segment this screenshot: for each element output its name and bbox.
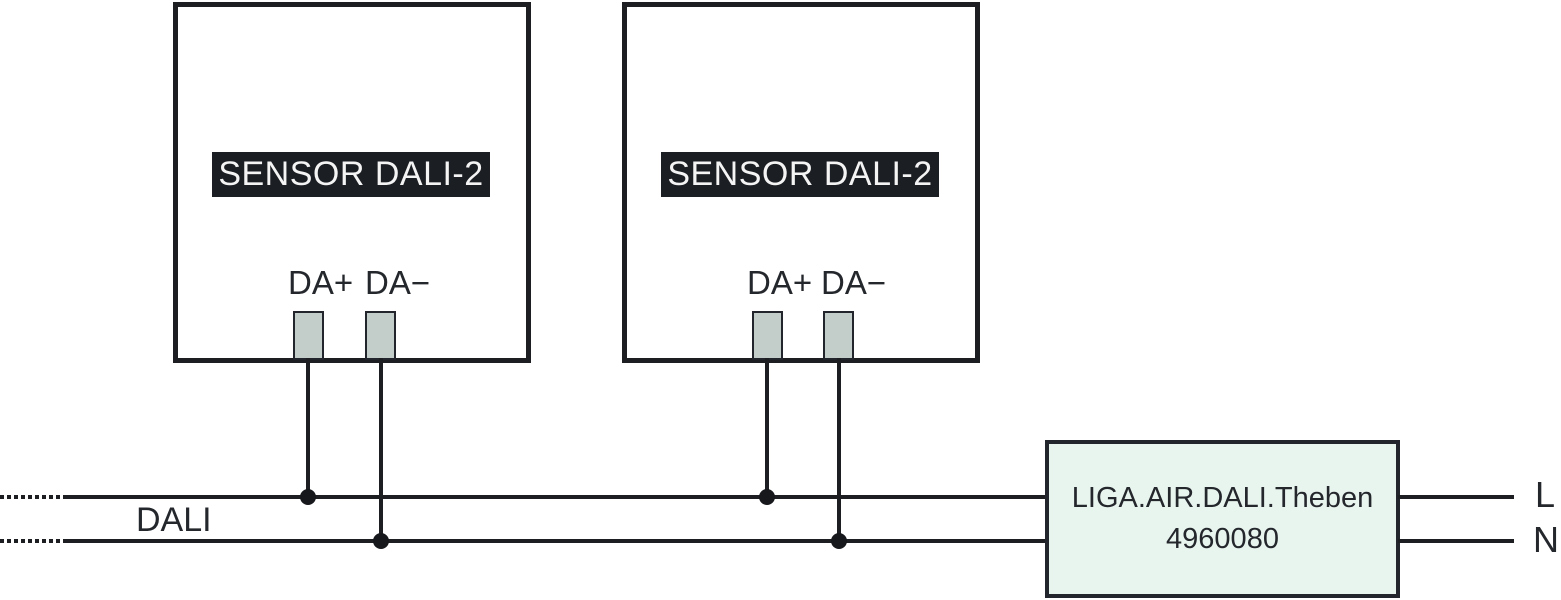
mains-n-label: N: [1533, 519, 1559, 560]
sensor-2-da-minus-terminal: [823, 311, 854, 360]
sensor-2-label: SENSOR DALI-2: [667, 155, 933, 193]
sensor-2-label-strip: SENSOR DALI-2: [661, 152, 939, 197]
sensor-1-da-minus-label: DA−: [365, 264, 431, 301]
dali-bus-minus-line: [65, 539, 1047, 543]
sensor-1-da-plus-wire: [306, 358, 310, 499]
junction-dot-sensor2-plus: [759, 489, 775, 505]
sensor-1-label: SENSOR DALI-2: [218, 155, 484, 193]
junction-dot-sensor2-minus: [831, 533, 847, 549]
dali-bus-label: DALI: [136, 501, 212, 539]
sensor-1-da-plus-label: DA+: [288, 264, 354, 301]
sensor-1-da-minus-terminal: [365, 311, 396, 360]
sensor-2-da-plus-wire: [765, 358, 769, 499]
mains-line-l-wire: [1398, 495, 1514, 499]
gateway-name: LIGA.AIR.DALI.Theben: [1071, 482, 1374, 514]
sensor-2-da-minus-wire: [837, 358, 841, 543]
sensor-box-2: SENSOR DALI-2: [622, 2, 980, 363]
mains-line-n-wire: [1398, 539, 1514, 543]
sensor-2-da-plus-terminal: [752, 311, 783, 360]
sensor-1-da-minus-wire: [379, 358, 383, 543]
dali-bus-minus-dashed-continuation: [0, 539, 65, 543]
mains-l-label: L: [1535, 474, 1556, 515]
sensor-2-da-minus-label: DA−: [821, 264, 887, 301]
gateway-part-number: 4960080: [1166, 523, 1279, 555]
dali-bus-plus-dashed-continuation: [0, 495, 65, 499]
sensor-2-da-plus-label: DA+: [747, 264, 813, 301]
junction-dot-sensor1-plus: [300, 489, 316, 505]
gateway-box: LIGA.AIR.DALI.Theben 4960080: [1045, 440, 1400, 598]
sensor-1-da-plus-terminal: [293, 311, 324, 360]
sensor-box-1: SENSOR DALI-2: [173, 2, 531, 363]
dali-bus-plus-line: [65, 495, 1047, 499]
sensor-1-label-strip: SENSOR DALI-2: [212, 152, 490, 197]
junction-dot-sensor1-minus: [373, 533, 389, 549]
